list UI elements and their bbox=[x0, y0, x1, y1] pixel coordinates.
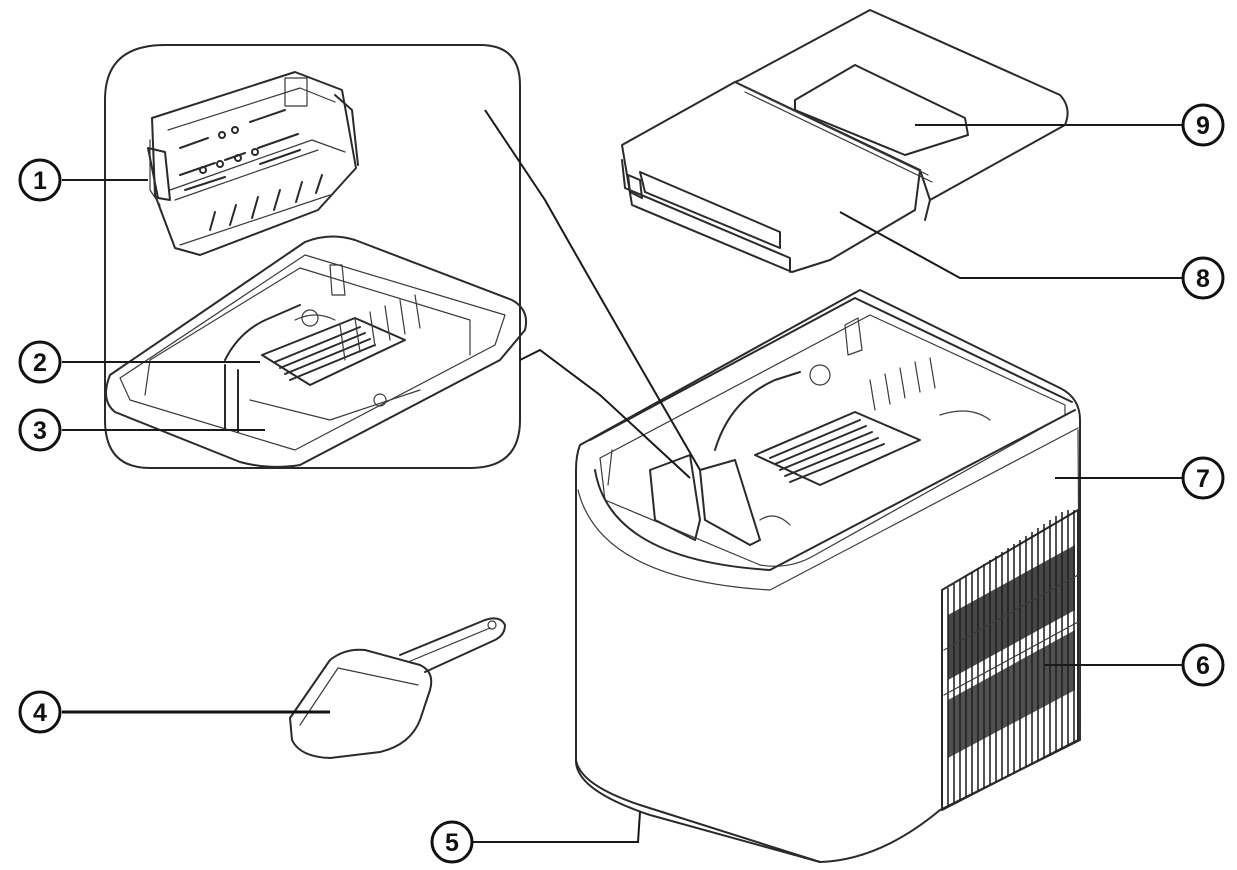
callout-4: 4 bbox=[18, 690, 62, 734]
detail-inset bbox=[104, 44, 521, 469]
callout-2: 2 bbox=[18, 340, 62, 384]
callout-8: 8 bbox=[1181, 256, 1225, 300]
leader-lines bbox=[62, 109, 1182, 843]
svg-text:1: 1 bbox=[33, 167, 47, 195]
svg-text:3: 3 bbox=[33, 417, 47, 445]
svg-text:9: 9 bbox=[1196, 112, 1210, 140]
top-lid bbox=[621, 9, 1069, 273]
svg-text:8: 8 bbox=[1196, 265, 1210, 293]
ice-scoop bbox=[289, 617, 506, 759]
callout-5: 5 bbox=[430, 820, 474, 864]
callout-6: 6 bbox=[1181, 643, 1225, 687]
main-housing bbox=[574, 289, 1081, 863]
air-vent-grill bbox=[941, 509, 1079, 811]
svg-text:7: 7 bbox=[1196, 465, 1210, 493]
callout-7: 7 bbox=[1181, 456, 1225, 500]
inset-tray bbox=[105, 235, 528, 468]
callout-3: 3 bbox=[18, 408, 62, 452]
svg-text:6: 6 bbox=[1196, 652, 1210, 680]
svg-text:2: 2 bbox=[33, 349, 47, 377]
ice-basket bbox=[147, 71, 359, 256]
callout-9: 9 bbox=[1181, 103, 1225, 147]
svg-text:4: 4 bbox=[33, 699, 47, 727]
viewing-window bbox=[794, 64, 969, 156]
callout-1: 1 bbox=[18, 158, 62, 202]
svg-text:5: 5 bbox=[445, 829, 459, 857]
